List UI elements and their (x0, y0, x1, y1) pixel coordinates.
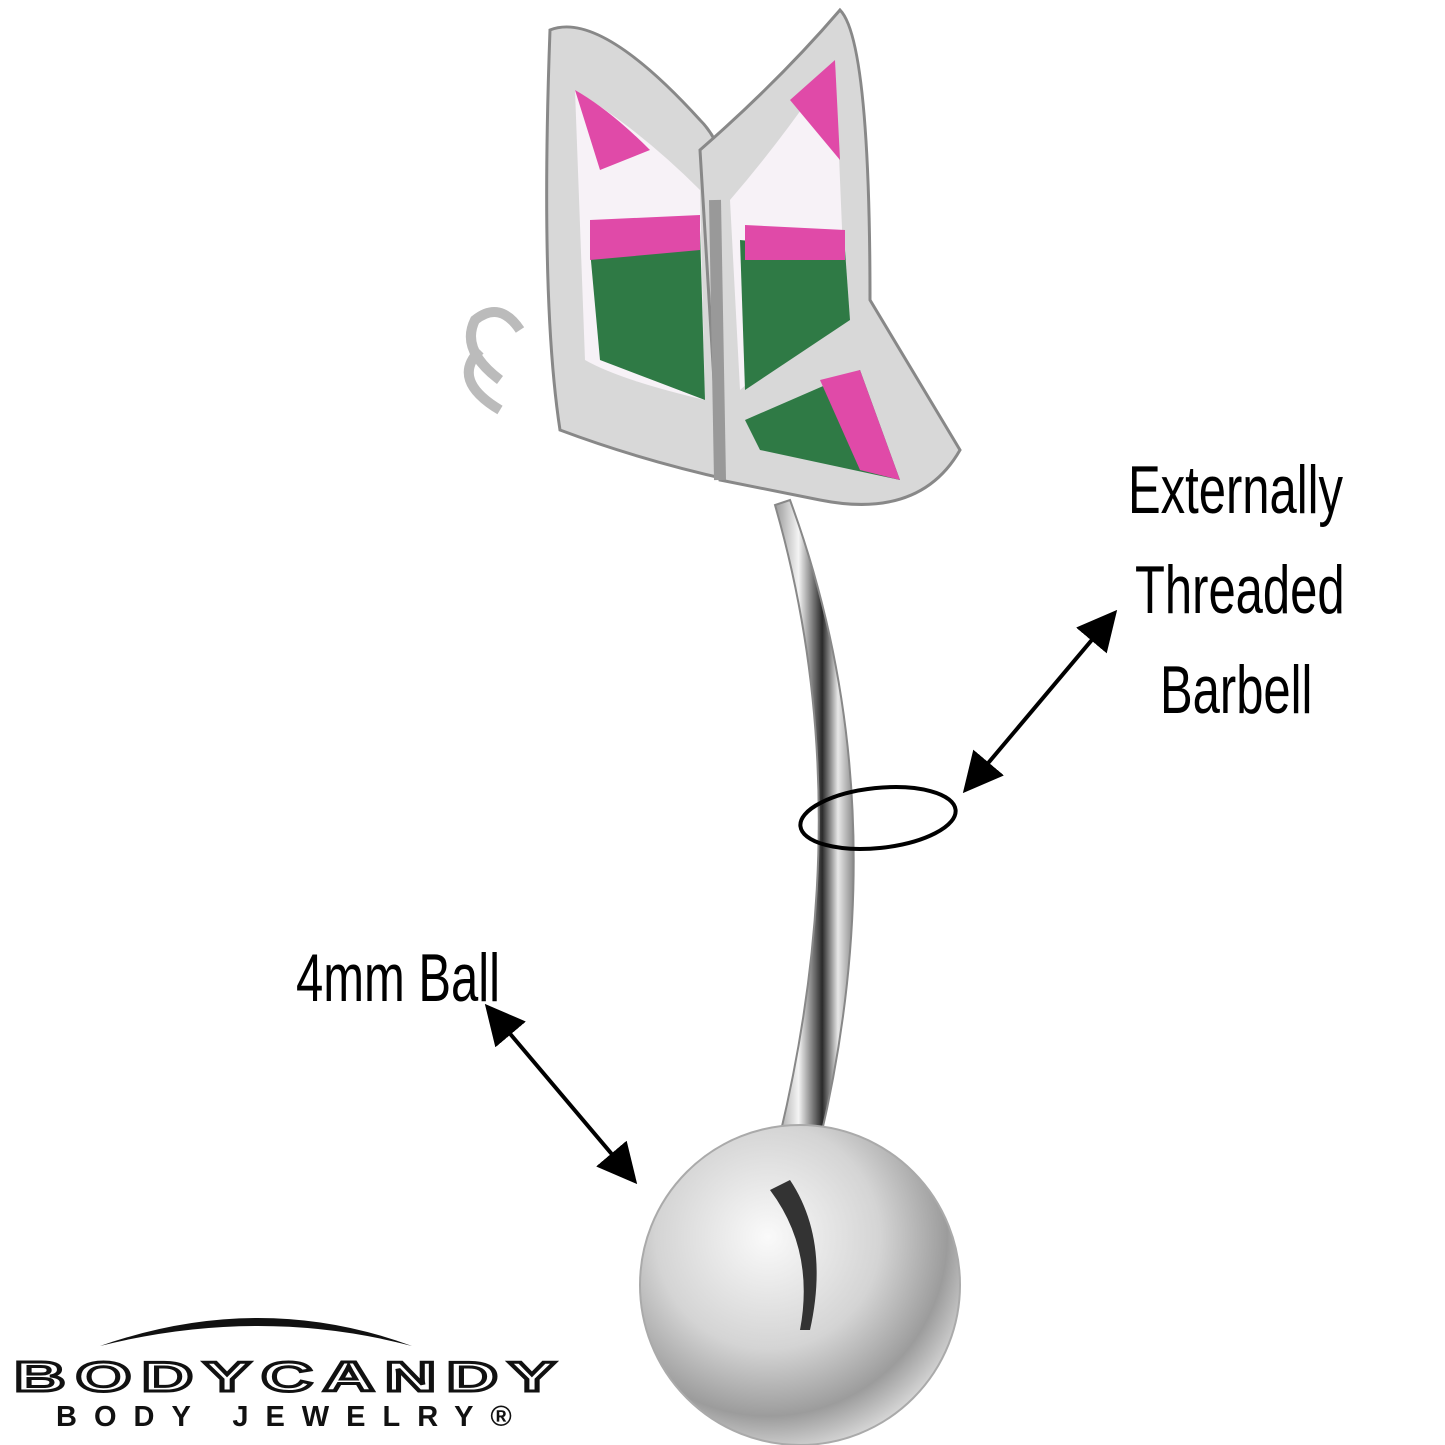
brand-tagline: BODY JEWELRY® (56, 1401, 529, 1433)
logo-swoosh (100, 1318, 412, 1346)
barbell-thickness-marker (798, 785, 958, 851)
brand-logo: BODYCANDY (11, 1353, 566, 1400)
ball-highlight (770, 1180, 817, 1330)
barbell-label-line-2: Threaded (1135, 552, 1345, 628)
barbell-arrow (962, 609, 1118, 794)
barbell-label-line-3: Barbell (1160, 652, 1313, 728)
ball-end (639, 1124, 961, 1445)
ball-arrow (484, 1003, 638, 1185)
ball-label: 4mm Ball (296, 940, 501, 1016)
barbell-shaft (773, 498, 855, 1142)
butterfly-charm (463, 7, 962, 506)
barbell-label-line-1: Externally (1128, 452, 1343, 528)
